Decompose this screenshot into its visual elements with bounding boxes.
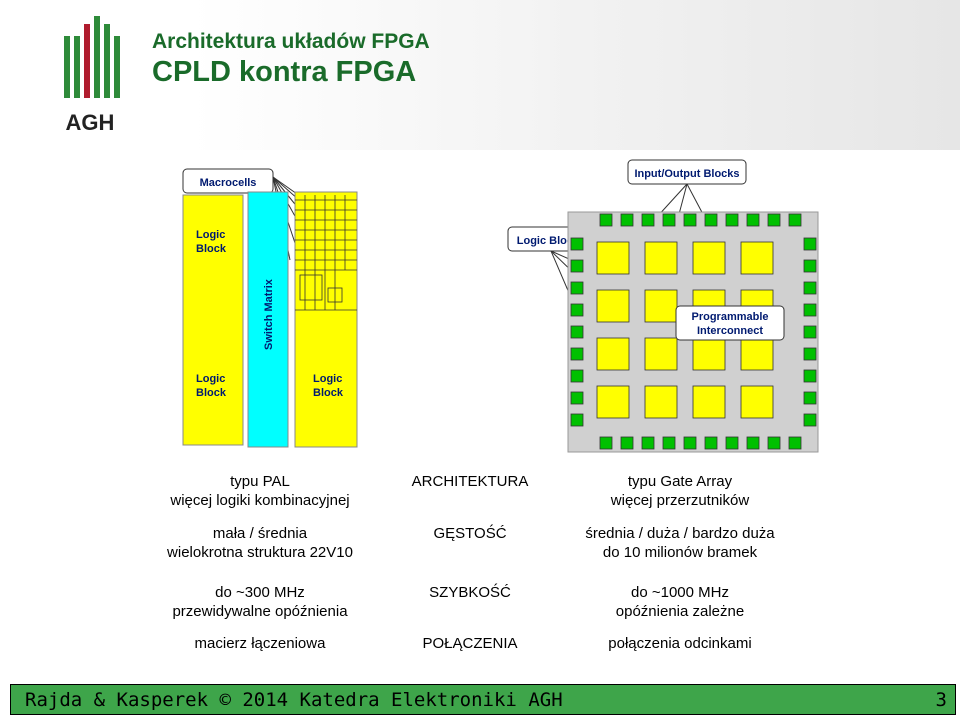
switch-matrix-label: Switch Matrix [263, 278, 275, 350]
io-block [725, 213, 739, 227]
logic-block-label-tl-1: Logic [196, 229, 225, 241]
prog-interconnect-label-1: Programmable [691, 311, 768, 323]
io-block [704, 213, 718, 227]
density-fpga-text: średnia / duża / bardzo duża [585, 525, 775, 542]
io-block [803, 259, 817, 273]
density-cpld-text: mała / średnia [212, 525, 308, 542]
prog-interconnect-label-2: Interconnect [697, 325, 763, 337]
switch-matrix [247, 191, 289, 448]
fpga-logic-block [692, 337, 726, 371]
io-block [746, 436, 760, 450]
fpga-logic-block [740, 385, 774, 419]
io-block [803, 303, 817, 317]
density-fpga-detail: do 10 milionów bramek [602, 544, 758, 561]
density-header: GĘSTOŚĆ [433, 525, 507, 542]
io-blocks-label: Input/Output Blocks [634, 168, 739, 180]
io-block [788, 436, 802, 450]
page-number: 3 [935, 689, 947, 711]
pal-more-logic-text: więcej logiki kombinacyjnej [170, 492, 350, 509]
io-block [620, 213, 634, 227]
io-block [803, 413, 817, 427]
fpga-logic-block [692, 241, 726, 275]
fpga-logic-block [644, 241, 678, 275]
io-block [704, 436, 718, 450]
conn-fpga-text: połączenia odcinkami [608, 635, 752, 652]
fpga-diagram: Input/Output Blocks Logic Blocks Program… [507, 159, 819, 453]
speed-cpld-detail: przewidywalne opóźnienia [172, 603, 348, 620]
io-block [662, 213, 676, 227]
io-block [662, 436, 676, 450]
macrocells-callout [182, 168, 274, 194]
io-block [803, 325, 817, 339]
fpga-logic-block [740, 241, 774, 275]
speed-fpga-detail: opóźnienia zależne [615, 603, 745, 620]
io-block [803, 369, 817, 383]
agh-logo-bars [64, 16, 120, 98]
slide-subtitle: CPLD kontra FPGA [152, 56, 417, 88]
header-band [0, 0, 960, 150]
fpga-io-blocks [570, 213, 817, 450]
gate-array-type-text: typu Gate Array [627, 473, 733, 490]
io-block [641, 213, 655, 227]
io-block [570, 413, 584, 427]
fpga-logic-block [596, 385, 630, 419]
io-block [767, 436, 781, 450]
logic-block-label-tl-2: Block [196, 243, 227, 255]
logic-block-label-bl-2: Block [196, 387, 227, 399]
io-block [803, 237, 817, 251]
io-block [570, 325, 584, 339]
io-block [570, 237, 584, 251]
io-block [570, 347, 584, 361]
conn-header: POŁĄCZENIA [422, 635, 518, 652]
logic-block-label-br-1: Logic [313, 373, 342, 385]
footer-bar: Rajda & Kasperek © 2014 Katedra Elektron… [10, 684, 956, 715]
speed-fpga-text: do ~1000 MHz [631, 584, 729, 601]
fpga-logic-block [692, 385, 726, 419]
io-block [803, 281, 817, 295]
io-block [570, 369, 584, 383]
cpld-diagram: Macrocells Logic Block Logic Block Switc… [182, 168, 358, 448]
io-block [683, 213, 697, 227]
more-flipflops-text: więcej przerzutników [610, 492, 750, 509]
conn-cpld-text: macierz łączeniowa [194, 635, 326, 652]
io-block [683, 436, 697, 450]
density-cpld-detail: wielokrotna struktura 22V10 [167, 544, 353, 561]
io-block [570, 303, 584, 317]
fpga-logic-block [644, 337, 678, 371]
fpga-logic-block [596, 337, 630, 371]
io-block [570, 281, 584, 295]
architecture-header: ARCHITEKTURA [411, 473, 529, 490]
io-block [620, 436, 634, 450]
io-block [599, 213, 613, 227]
speed-header: SZYBKOŚĆ [429, 584, 511, 601]
macrocell-grid [295, 195, 357, 311]
footer-credit: Rajda & Kasperek © 2014 Katedra Elektron… [25, 689, 563, 711]
logic-block-top-left [182, 194, 244, 446]
io-block [746, 213, 760, 227]
fpga-logic-block [644, 385, 678, 419]
slide-title: Architektura układów FPGA [152, 30, 430, 53]
prog-interconnect-callout [675, 305, 785, 341]
io-block [803, 391, 817, 405]
logic-block-label-br-2: Block [313, 387, 344, 399]
agh-logo: AGH [64, 16, 120, 135]
pal-type-text: typu PAL [230, 473, 290, 490]
agh-logo-text: AGH [66, 110, 115, 135]
fpga-logic-block [644, 289, 678, 323]
io-block [641, 436, 655, 450]
io-block [788, 213, 802, 227]
io-block [599, 436, 613, 450]
speed-cpld-text: do ~300 MHz [215, 584, 305, 601]
io-block [725, 436, 739, 450]
fpga-logic-block [740, 337, 774, 371]
fpga-logic-block [596, 241, 630, 275]
fpga-logic-block [596, 289, 630, 323]
logic-block-label-bl-1: Logic [196, 373, 225, 385]
cpld-fpga-diagram: Macrocells Logic Block Logic Block Switc… [182, 159, 819, 453]
io-block [767, 213, 781, 227]
io-block [570, 391, 584, 405]
macrocells-label: Macrocells [200, 177, 257, 189]
io-block [803, 347, 817, 361]
io-block [570, 259, 584, 273]
